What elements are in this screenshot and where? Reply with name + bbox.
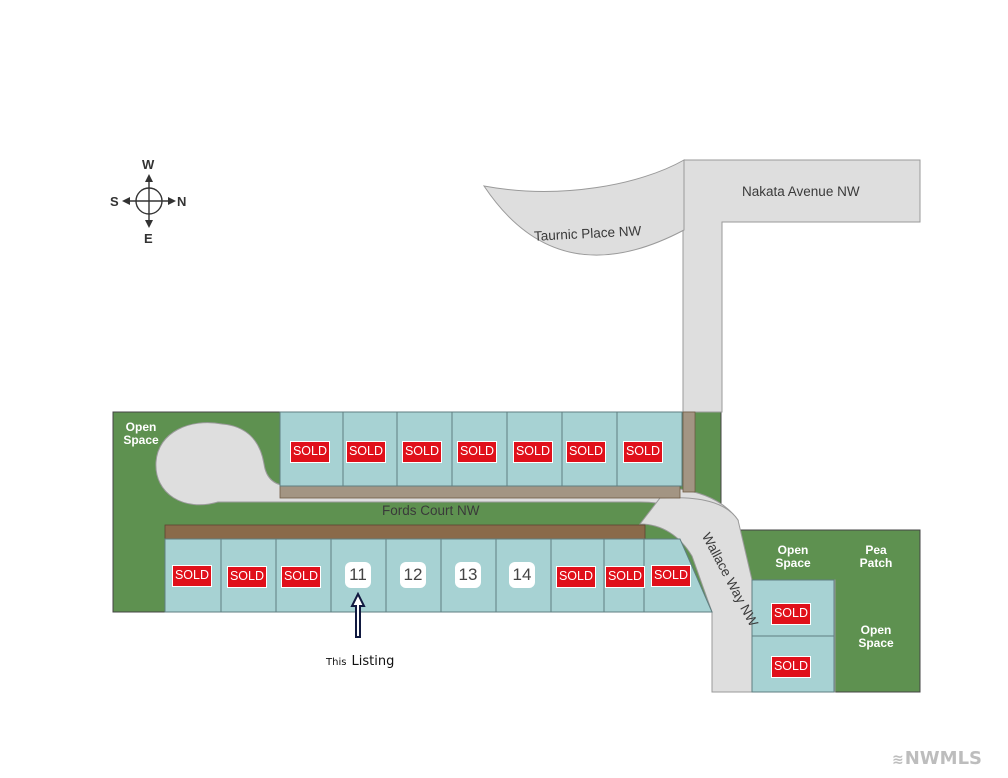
this-listing-label: This Listing <box>326 650 394 669</box>
sold-badge: SOLD <box>290 441 330 463</box>
easement-north <box>279 485 681 499</box>
sold-badge: SOLD <box>605 566 645 588</box>
sold-badge: SOLD <box>402 441 442 463</box>
sold-badge: SOLD <box>513 441 553 463</box>
lot-number-14: 14 <box>509 562 535 588</box>
compass-west-label: W <box>142 157 155 172</box>
sold-badge: SOLD <box>457 441 497 463</box>
sold-badge: SOLD <box>771 603 811 625</box>
road-label-nakata: Nakata Avenue NW <box>742 184 860 199</box>
open-space-east-top-label: Open Space <box>775 543 811 570</box>
sold-badge: SOLD <box>346 441 386 463</box>
lot-number-13: 13 <box>455 562 481 588</box>
compass-south-label: S <box>110 194 119 209</box>
compass-icon <box>122 174 176 228</box>
open-space-east-bottom-label: Open Space <box>858 623 894 650</box>
sold-badge: SOLD <box>623 441 663 463</box>
road-label-fords: Fords Court NW <box>382 503 480 518</box>
easement-south <box>164 524 646 540</box>
listing-prefix: This <box>326 657 347 668</box>
listing-word: Listing <box>351 654 395 669</box>
listing-arrow-icon <box>350 591 366 638</box>
nwmls-logo-icon: ≋ <box>892 752 904 768</box>
sold-badge: SOLD <box>771 656 811 678</box>
easement-north-side <box>682 411 696 493</box>
sold-badge: SOLD <box>651 565 691 587</box>
pea-patch-label: Pea Patch <box>859 543 893 570</box>
lot-number-11: 11 <box>345 562 371 588</box>
taurnic-place-road <box>482 159 685 256</box>
sold-badge: SOLD <box>227 566 267 588</box>
sold-badge: SOLD <box>566 441 606 463</box>
lot-number-12: 12 <box>400 562 426 588</box>
nwmls-text: NWMLS <box>904 748 982 769</box>
sold-badge: SOLD <box>172 565 212 587</box>
nakata-avenue-road <box>682 159 921 413</box>
compass-north-label: N <box>177 194 187 209</box>
open-space-west-label: Open Space <box>123 420 159 447</box>
nwmls-watermark: ≋NWMLS <box>892 748 982 769</box>
sold-badge: SOLD <box>556 566 596 588</box>
sold-badge: SOLD <box>281 566 321 588</box>
compass-east-label: E <box>144 231 153 246</box>
